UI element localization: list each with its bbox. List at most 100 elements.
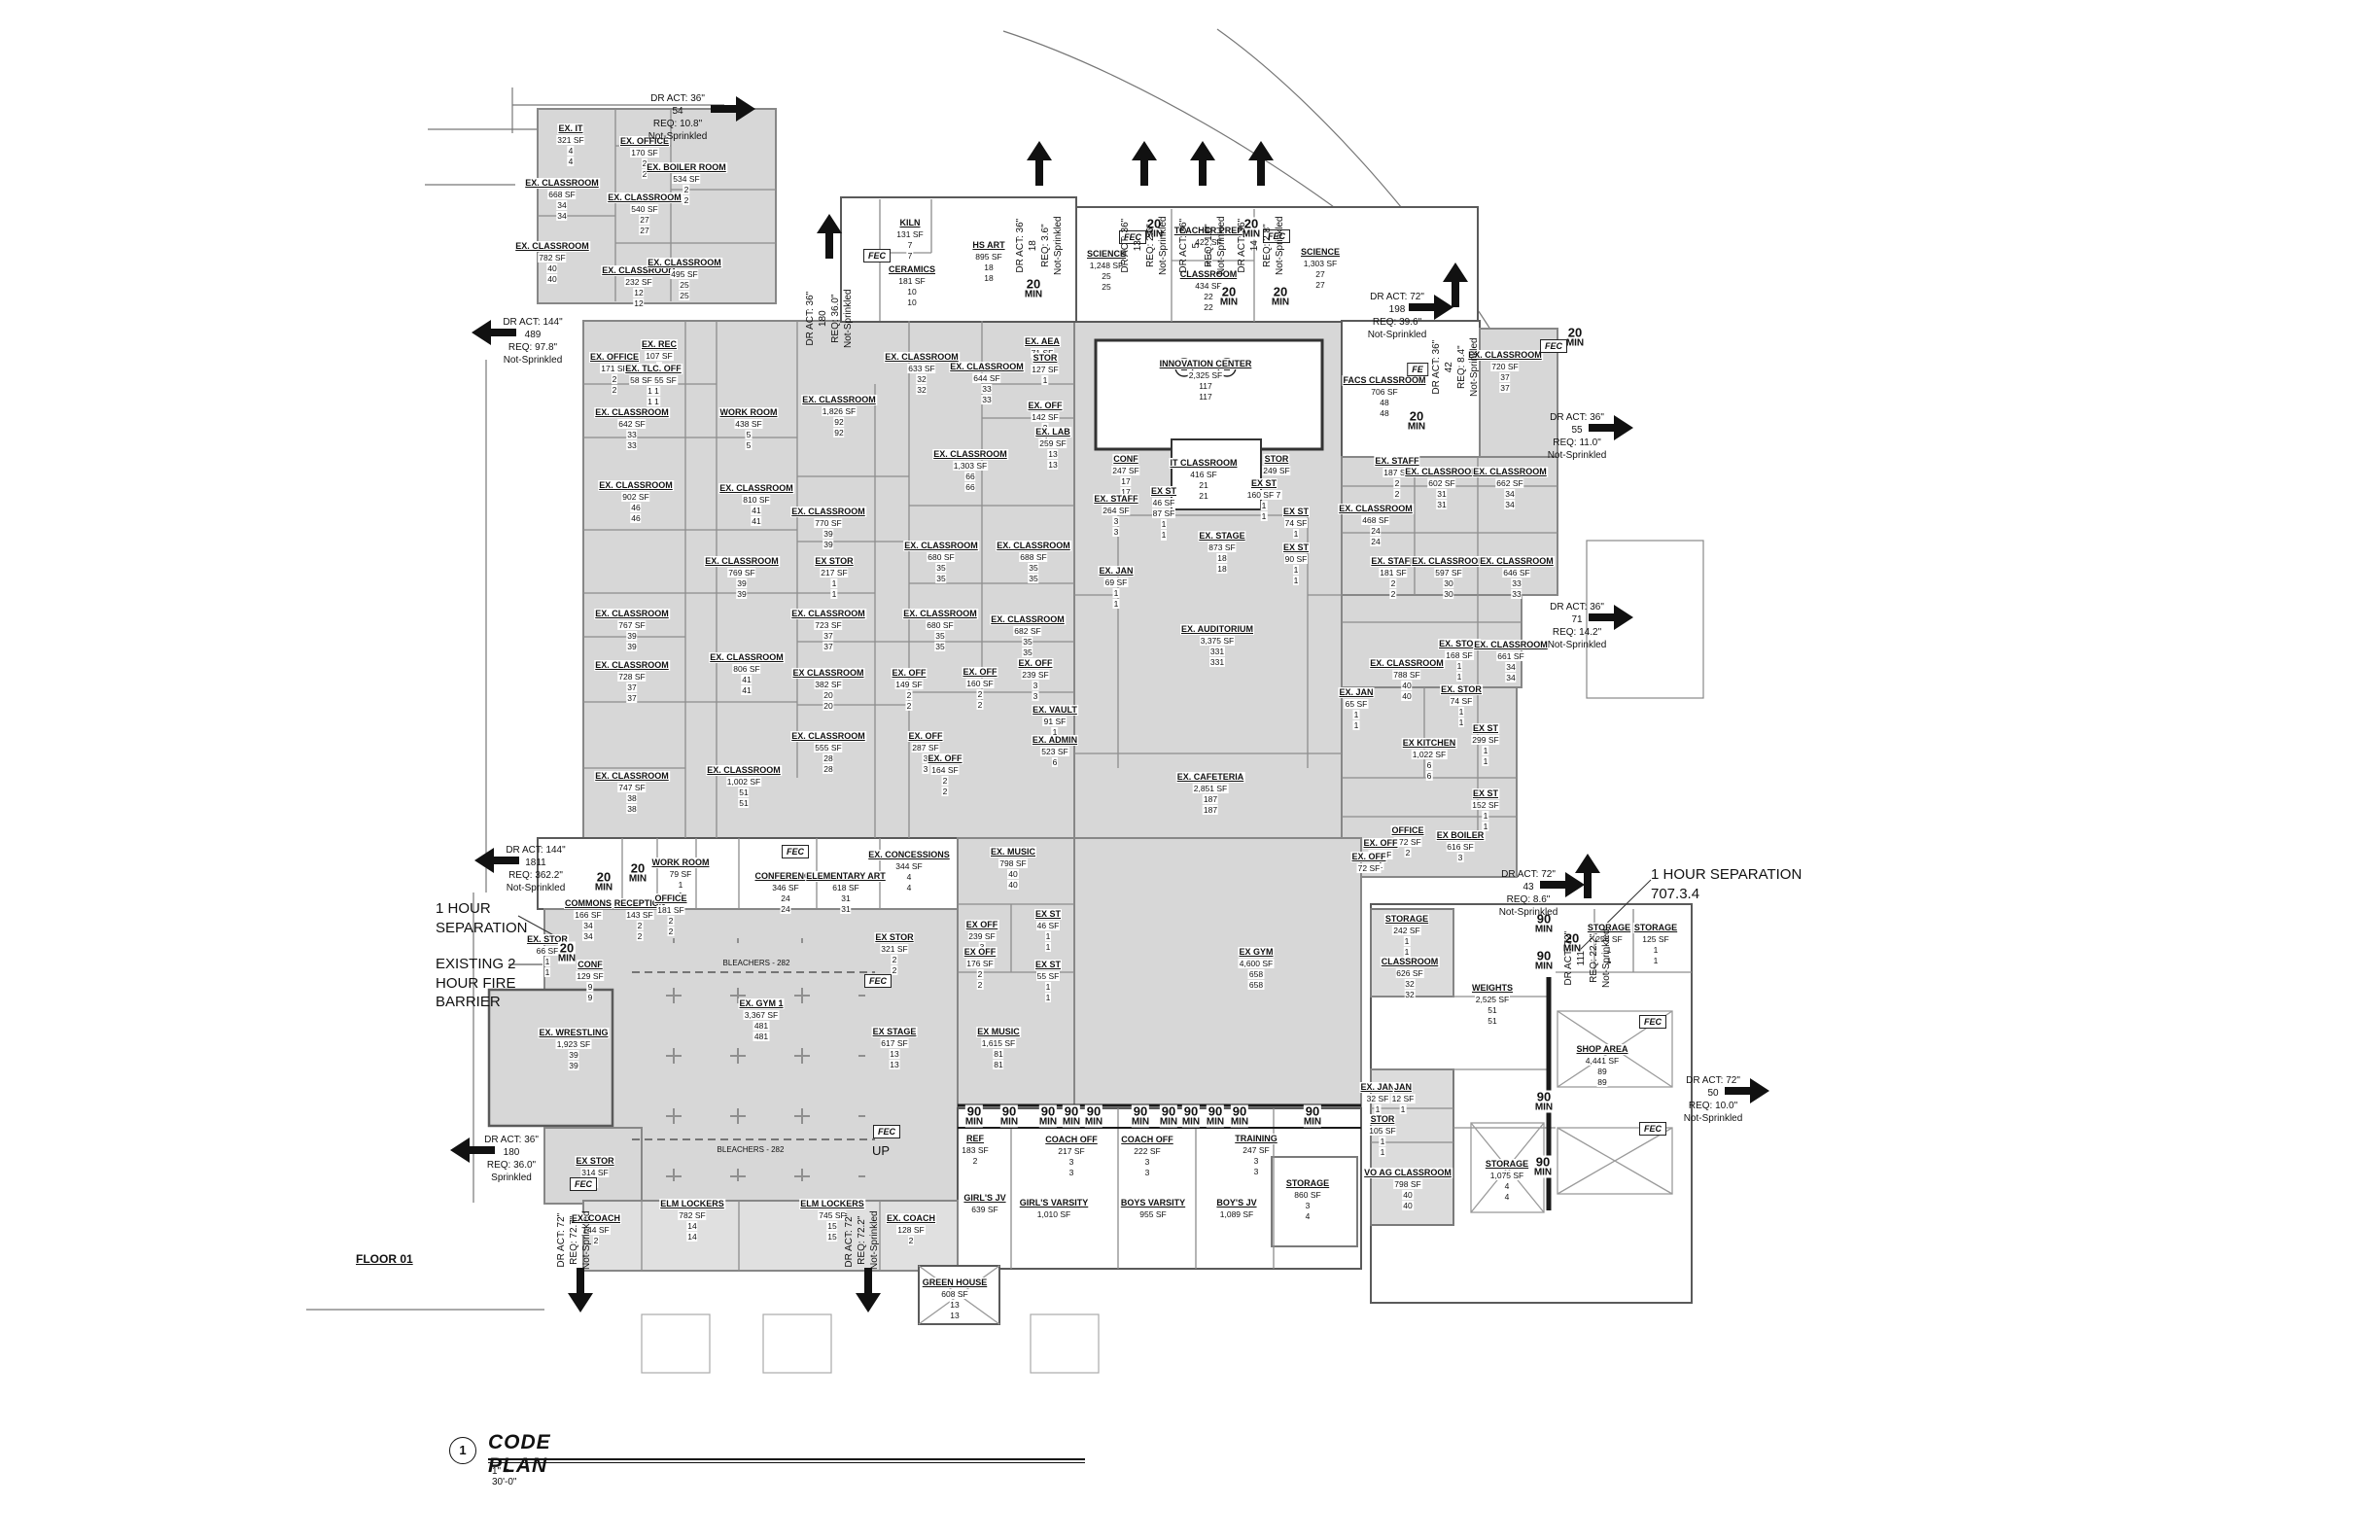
room-value: 89 [1596,1077,1608,1088]
room-name: COMMONS [564,898,612,909]
room-value: 40 [1402,1189,1414,1201]
room-value: 6 [1425,759,1433,771]
room-value: 39 [568,1061,579,1071]
room-value: 6 [1425,771,1433,782]
room-value: 646 SF [1502,567,1531,578]
room-value: 74 SF [1449,695,1474,706]
room-value: 1 [1292,564,1300,576]
room-value: 20 [822,689,834,701]
room-value: 1 [1457,706,1465,718]
room-value: 1 [1112,599,1120,610]
room-value: 21 [1198,491,1209,502]
exit-arrow-u [1132,141,1157,186]
gym-floor-pattern [617,938,875,1181]
room-value: 1 [1374,1103,1382,1115]
room-value: 299 SF [1471,734,1500,745]
room-value: 2,851 SF [1192,783,1229,793]
room-name: EX. STOR [526,934,569,945]
exit-arrow-l [472,320,516,345]
room-name: EX. OFFICE [618,136,671,147]
room-name: EX. OFF [962,667,998,678]
room-value: 798 SF [998,858,1028,868]
room-value: 41 [741,674,752,685]
room-value: 41 [751,516,762,527]
room-value: 37 [1499,371,1511,383]
room-value: 164 SF [930,764,960,775]
room-value: 13 [1047,460,1059,471]
room-name: EX. CLASSROOM [990,614,1066,625]
room-value: 688 SF [1019,551,1048,562]
room-value: 1 [1051,726,1059,738]
room-value: 782 SF [538,252,567,262]
room-value: 2 [941,775,949,787]
room-name: EX. CLASSROOM [1473,640,1549,650]
room-value: 37 [822,642,834,652]
room-value: 2 [667,927,675,937]
room-value: 346 SF [771,882,800,892]
room-value: 3 [1112,527,1120,538]
room-name: ELM LOCKERS [659,1199,725,1209]
room-value: 680 SF [926,619,955,630]
room-value: 6 [1051,756,1059,768]
room-value: 626 SF [1395,967,1424,978]
room-value: 51 [1487,1004,1498,1016]
room-name: EX. CLASSROOM [601,265,677,276]
room-value: 33 [626,429,638,440]
room-value: 125 SF [1641,933,1670,944]
room-value: 1 [1403,935,1411,947]
exit-arrow-u [1443,262,1468,307]
room-value: 242 SF [1392,925,1421,935]
room-value: 2 [636,931,644,942]
room-value: 27 [1314,280,1326,291]
fire-extinguisher-cabinet-symbol: FEC [782,845,809,858]
room-value: 4 [905,871,913,883]
room-value: 90 SF [1283,553,1309,564]
room-name: KILN [898,218,922,228]
room-value: 46 [630,513,642,524]
room-value: 170 SF [630,147,659,158]
room-value: 128 SF [896,1224,926,1235]
room-value: 15 [826,1220,838,1232]
room-value: 32 SF [1365,1093,1390,1103]
room-value: 18 [1216,552,1228,564]
room-value: 10 [906,286,918,298]
room-value: 602 SF [1427,477,1456,488]
exit-arrow-u [1190,141,1215,186]
room-name: EX. CLASSROOM [903,541,979,551]
room-value: 344 SF [894,860,924,871]
room-value: 142 SF [1031,411,1060,422]
room-value: 34 [582,931,594,942]
room-name: EX. CONCESSIONS [867,850,951,860]
room-name: GIRL'S JV [962,1193,1007,1204]
room-value: 1 [1605,956,1613,966]
room-name: CERAMICS [887,264,937,275]
room-name: COACH OFF [1120,1135,1174,1145]
room-name: EX. LAB [1034,427,1071,438]
room-value: 166 SF [574,909,603,920]
room-value: 69 SF [1103,577,1129,587]
